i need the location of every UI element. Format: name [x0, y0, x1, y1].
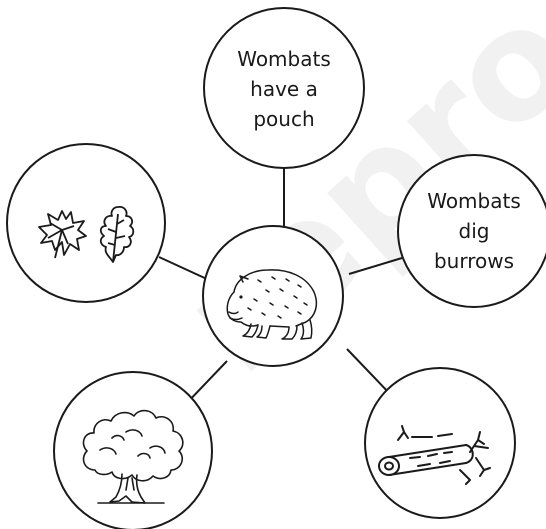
- bubble-circle: [203, 226, 343, 366]
- bubble-line-3: burrows: [434, 249, 514, 273]
- bubble-line-1: Wombats: [237, 47, 331, 71]
- bubble-circle: [365, 368, 515, 518]
- bubble-line-2: have a: [250, 77, 318, 101]
- bubble-wombat-center: [203, 226, 343, 366]
- bubble-wombats-have-pouch: Wombats have a pouch: [204, 8, 364, 168]
- connector-bottom-right: [347, 349, 392, 396]
- bubble-line-2: dig: [459, 219, 490, 243]
- bubble-circle: [7, 144, 165, 302]
- bubble-log: [365, 368, 515, 518]
- bubble-line-1: Wombats: [427, 189, 521, 213]
- bubble-line-3: pouch: [253, 107, 314, 131]
- bubble-leaves: [7, 144, 165, 302]
- bubble-circle: [54, 372, 212, 529]
- bubble-tree: [54, 372, 212, 529]
- bubble-wombats-dig-burrows: Wombats dig burrows: [398, 155, 546, 307]
